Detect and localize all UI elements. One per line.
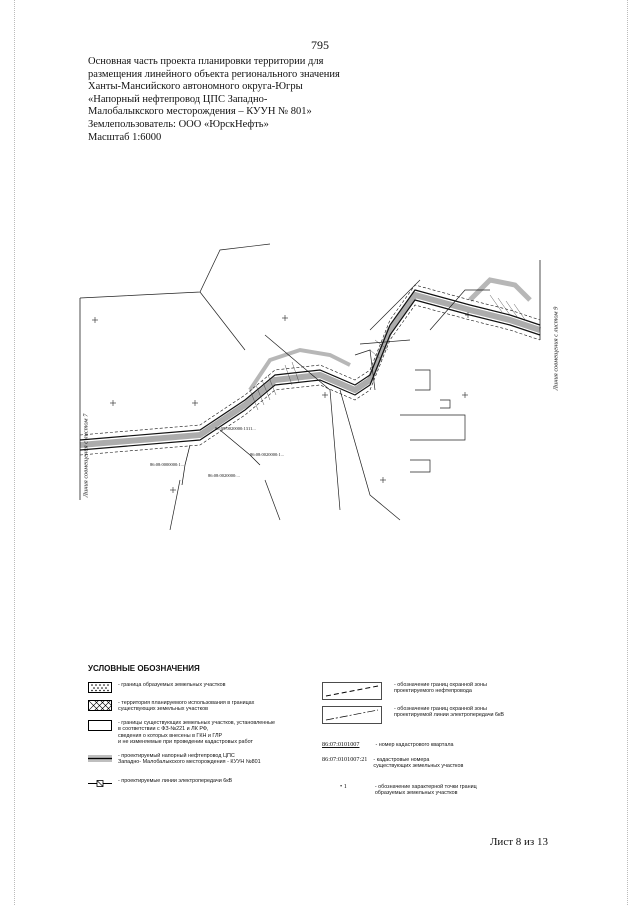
crosshatch-box-icon — [87, 699, 113, 713]
legend-item: 86:07:0101007:21 - кадастровые номера су… — [322, 756, 464, 770]
cadastral-parcel-code: 86:07:0101007:21 — [322, 756, 368, 763]
legend-item: - границы существующих земельных участко… — [88, 720, 275, 746]
legend-item: - проектируемый напорный нефтепровод ЦПС… — [88, 753, 261, 766]
right-match-line-label: Линия совмещения с листом 9 — [552, 306, 560, 391]
plain-box-icon — [88, 720, 112, 733]
dotted-box-icon — [88, 682, 112, 695]
map-drawing — [79, 243, 541, 530]
page-number: 795 — [311, 38, 329, 52]
legend-item: • 1 - обозначение характерной точки гран… — [322, 783, 477, 797]
parcel-label: 86:08:0000000:1... — [150, 462, 185, 467]
legend-text: - обозначение характерной точки границ о… — [374, 784, 477, 797]
title-line: Землепользователь: ООО «ЮрскНефть» — [88, 118, 269, 130]
legend-text: - кадастровые номера существующих земель… — [373, 757, 464, 770]
dashed-zone-2-icon — [322, 706, 382, 726]
parcel-label: 86:08:0020000:1311... — [215, 426, 256, 431]
legend-title: УСЛОВНЫЕ ОБОЗНАЧЕНИЯ — [88, 664, 200, 673]
scan-edge-right — [627, 0, 628, 905]
title-line: Малобалыкского месторождения – КУУН № 80… — [88, 106, 312, 118]
legend-text: - территория планируемого использования … — [118, 700, 255, 713]
cadastral-quarter-code: 86:07:0101007 — [322, 741, 360, 748]
legend-text: - обозначение границ охранной зоны проек… — [394, 682, 487, 695]
legend-item: - проектируемые линии электропередачи 6к… — [88, 778, 232, 791]
pipeline-line-icon — [88, 753, 112, 766]
scale-line: Масштаб 1:6000 — [88, 131, 162, 143]
parcel-label: 86:08:0020000:... — [208, 473, 240, 478]
title-line: размещения линейного объекта регионально… — [88, 68, 340, 80]
dashed-zone-icon — [322, 682, 382, 702]
sheet-number: Лист 8 из 13 — [489, 836, 548, 848]
powerline-icon — [88, 778, 112, 791]
scan-edge-left — [14, 0, 15, 905]
legend-item: 86:07:0101007 - номер кадастрового кварт… — [322, 741, 454, 748]
legend-text: - границы существующих земельных участко… — [118, 720, 276, 746]
legend-text: - обозначение границ охранной зоны проек… — [394, 706, 504, 719]
title-line: Основная часть проекта планировки террит… — [88, 56, 324, 67]
left-match-line-label: Линия совмещения с листом 7 — [82, 413, 90, 498]
legend-text: - номер кадастрового квартала — [375, 742, 454, 748]
legend-item: - обозначение границ охранной зоны проек… — [322, 706, 504, 726]
legend-text: - проектируемые линии электропередачи 6к… — [118, 778, 233, 784]
legend-text: - граница образуемых земельных участков — [118, 682, 226, 688]
legend-item: - обозначение границ охранной зоны проек… — [322, 682, 487, 702]
legend-item: - граница образуемых земельных участков — [88, 682, 226, 695]
title-block: Основная часть проекта планировки террит… — [88, 56, 408, 144]
point-marker: • 1 — [340, 783, 347, 790]
title-line: «Напорный нефтепровод ЦПС Западно- — [88, 93, 268, 105]
legend-item: - территория планируемого использования … — [87, 699, 255, 713]
planning-map: 86:08:0000000:1... 86:08:0020000:1311...… — [70, 240, 570, 530]
legend-text: - проектируемый напорный нефтепровод ЦПС… — [118, 753, 261, 766]
parcel-label: 86:08:0020000:1... — [250, 452, 285, 457]
title-line: Ханты-Мансийского автономного округа-Югр… — [88, 81, 303, 93]
